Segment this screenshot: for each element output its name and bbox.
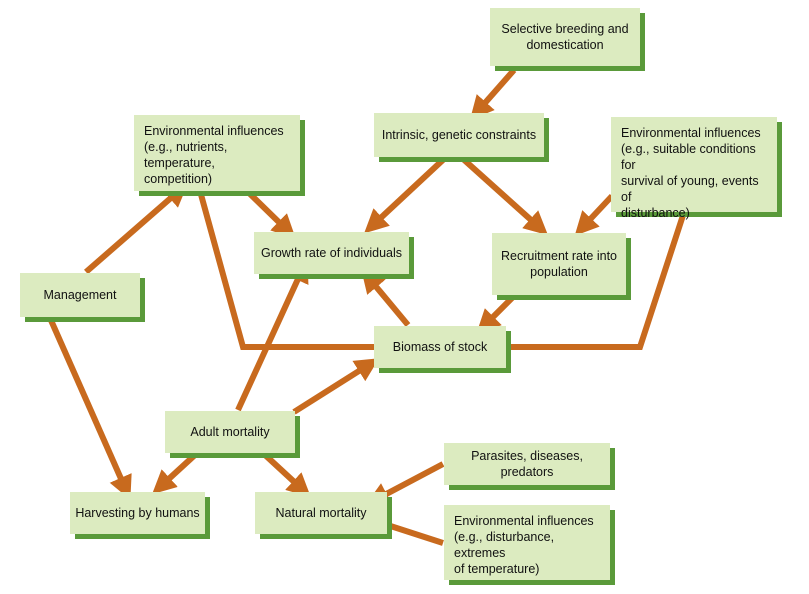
- arrow-intrinsic-to-recruitment: [459, 155, 549, 236]
- node-management: Management: [20, 273, 140, 317]
- arrow-recruitment-to-biomass: [476, 293, 517, 334]
- arrow-management-to-env1: [84, 182, 189, 275]
- arrow-adult-to-biomass: [292, 358, 380, 415]
- arrow-adult-to-natural: [261, 451, 311, 498]
- node-selective-breeding: Selective breeding and domestication: [490, 8, 640, 66]
- node-environmental-influences-survival: Environmental influences (e.g., suitable…: [611, 117, 777, 220]
- node-natural-mortality: Natural mortality: [255, 492, 387, 534]
- arrow-biomass-to-env2: [506, 189, 696, 350]
- node-growth-rate: Growth rate of individuals: [254, 232, 409, 274]
- arrow-env2-to-recruitment: [574, 193, 615, 236]
- arrow-breeding-to-intrinsic: [469, 68, 517, 121]
- arrow-adult-to-harvesting: [152, 451, 199, 495]
- arrow-management-to-harvesting: [47, 316, 132, 500]
- arrow-biomass-to-growth: [361, 268, 411, 327]
- arrow-biomass-to-env1: [188, 169, 375, 350]
- node-environmental-influences-nutrients: Environmental influences (e.g., nutrient…: [134, 115, 300, 191]
- node-biomass-of-stock: Biomass of stock: [374, 326, 506, 368]
- node-environmental-influences-disturbance: Environmental influences (e.g., disturba…: [444, 505, 610, 580]
- node-recruitment-rate: Recruitment rate into population: [492, 233, 626, 295]
- arrow-env1-to-growth: [245, 189, 296, 239]
- arrow-adult-to-growth: [235, 258, 309, 412]
- node-parasites-diseases-predators: Parasites, diseases, predators: [444, 443, 610, 485]
- node-adult-mortality: Adult mortality: [165, 411, 295, 453]
- node-intrinsic-genetic-constraints: Intrinsic, genetic constraints: [374, 113, 544, 157]
- node-harvesting-by-humans: Harvesting by humans: [70, 492, 205, 534]
- arrow-intrinsic-to-growth: [364, 155, 448, 234]
